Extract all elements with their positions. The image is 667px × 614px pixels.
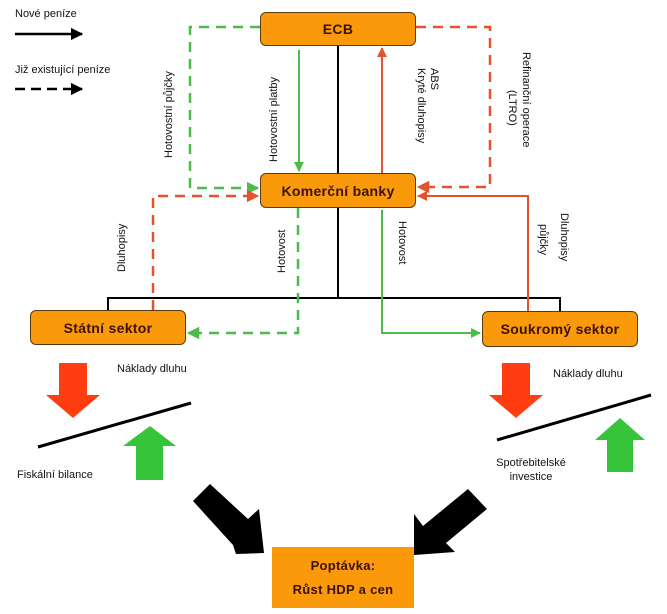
label-private-cash: Hotovost	[396, 221, 408, 265]
label-private-loans: půjčky	[537, 224, 549, 256]
node-ecb: ECB	[260, 12, 416, 46]
label-fiscal-balance: Fiskální bilance	[17, 469, 93, 481]
private-cash-flow	[381, 210, 481, 338]
node-private-sector: Soukromý sektor	[482, 311, 638, 347]
ltro-flow	[416, 25, 492, 194]
state-cash-flow	[186, 208, 300, 340]
node-commercial-banks: Komerční banky	[260, 173, 416, 208]
right-cost-down-arrow	[489, 363, 543, 418]
label-cash-loans: Hotovostní půjčky	[163, 71, 175, 158]
label-consumer-investment-line1: Spotřebitelské	[496, 457, 566, 469]
label-left-debt-cost: Náklady dluhu	[117, 363, 187, 375]
node-demand: Poptávka: Růst HDP a cen	[272, 547, 414, 608]
legend-existing-money-label: Již existující peníze	[15, 64, 111, 76]
label-consumer-investment: Spotřebitelské investice	[492, 456, 570, 484]
right-result-up-arrow	[595, 418, 645, 472]
sector-bus-connector	[107, 297, 561, 311]
node-demand-line1: Poptávka:	[310, 557, 376, 573]
node-state-sector: Státní sektor	[30, 310, 186, 345]
label-private-bonds: Dluhopisy	[558, 213, 570, 262]
legend-new-money-label: Nové peníze	[15, 8, 77, 20]
label-covered-bonds: Kryté dluhopisy	[415, 68, 427, 144]
cash-loans-flow	[188, 25, 260, 195]
left-cost-down-arrow	[46, 363, 100, 418]
label-state-cash: Hotovost	[276, 229, 288, 273]
label-consumer-investment-line2: investice	[509, 471, 553, 483]
label-ltro: (LTRO)	[506, 90, 518, 126]
right-balance-line	[496, 393, 652, 442]
left-demand-arrow	[193, 484, 264, 554]
node-private-label: Soukromý sektor	[500, 321, 620, 337]
right-demand-arrow	[414, 489, 487, 555]
state-bonds-flow	[151, 189, 260, 310]
left-balance-line	[37, 401, 192, 449]
node-state-label: Státní sektor	[63, 319, 153, 336]
left-result-up-arrow	[123, 426, 176, 480]
private-bonds-flow	[417, 191, 529, 311]
node-demand-line2: Růst HDP a cen	[292, 581, 394, 597]
label-cash-payments: Hotovostní platby	[268, 77, 280, 162]
node-ecb-label: ECB	[322, 21, 354, 37]
label-state-bonds: Dluhopisy	[116, 223, 128, 272]
label-right-debt-cost: Náklady dluhu	[553, 368, 623, 380]
label-refinancing: Refinanční operace	[520, 52, 532, 148]
label-abs: ABS	[428, 68, 440, 91]
node-banks-label: Komerční banky	[281, 182, 395, 199]
